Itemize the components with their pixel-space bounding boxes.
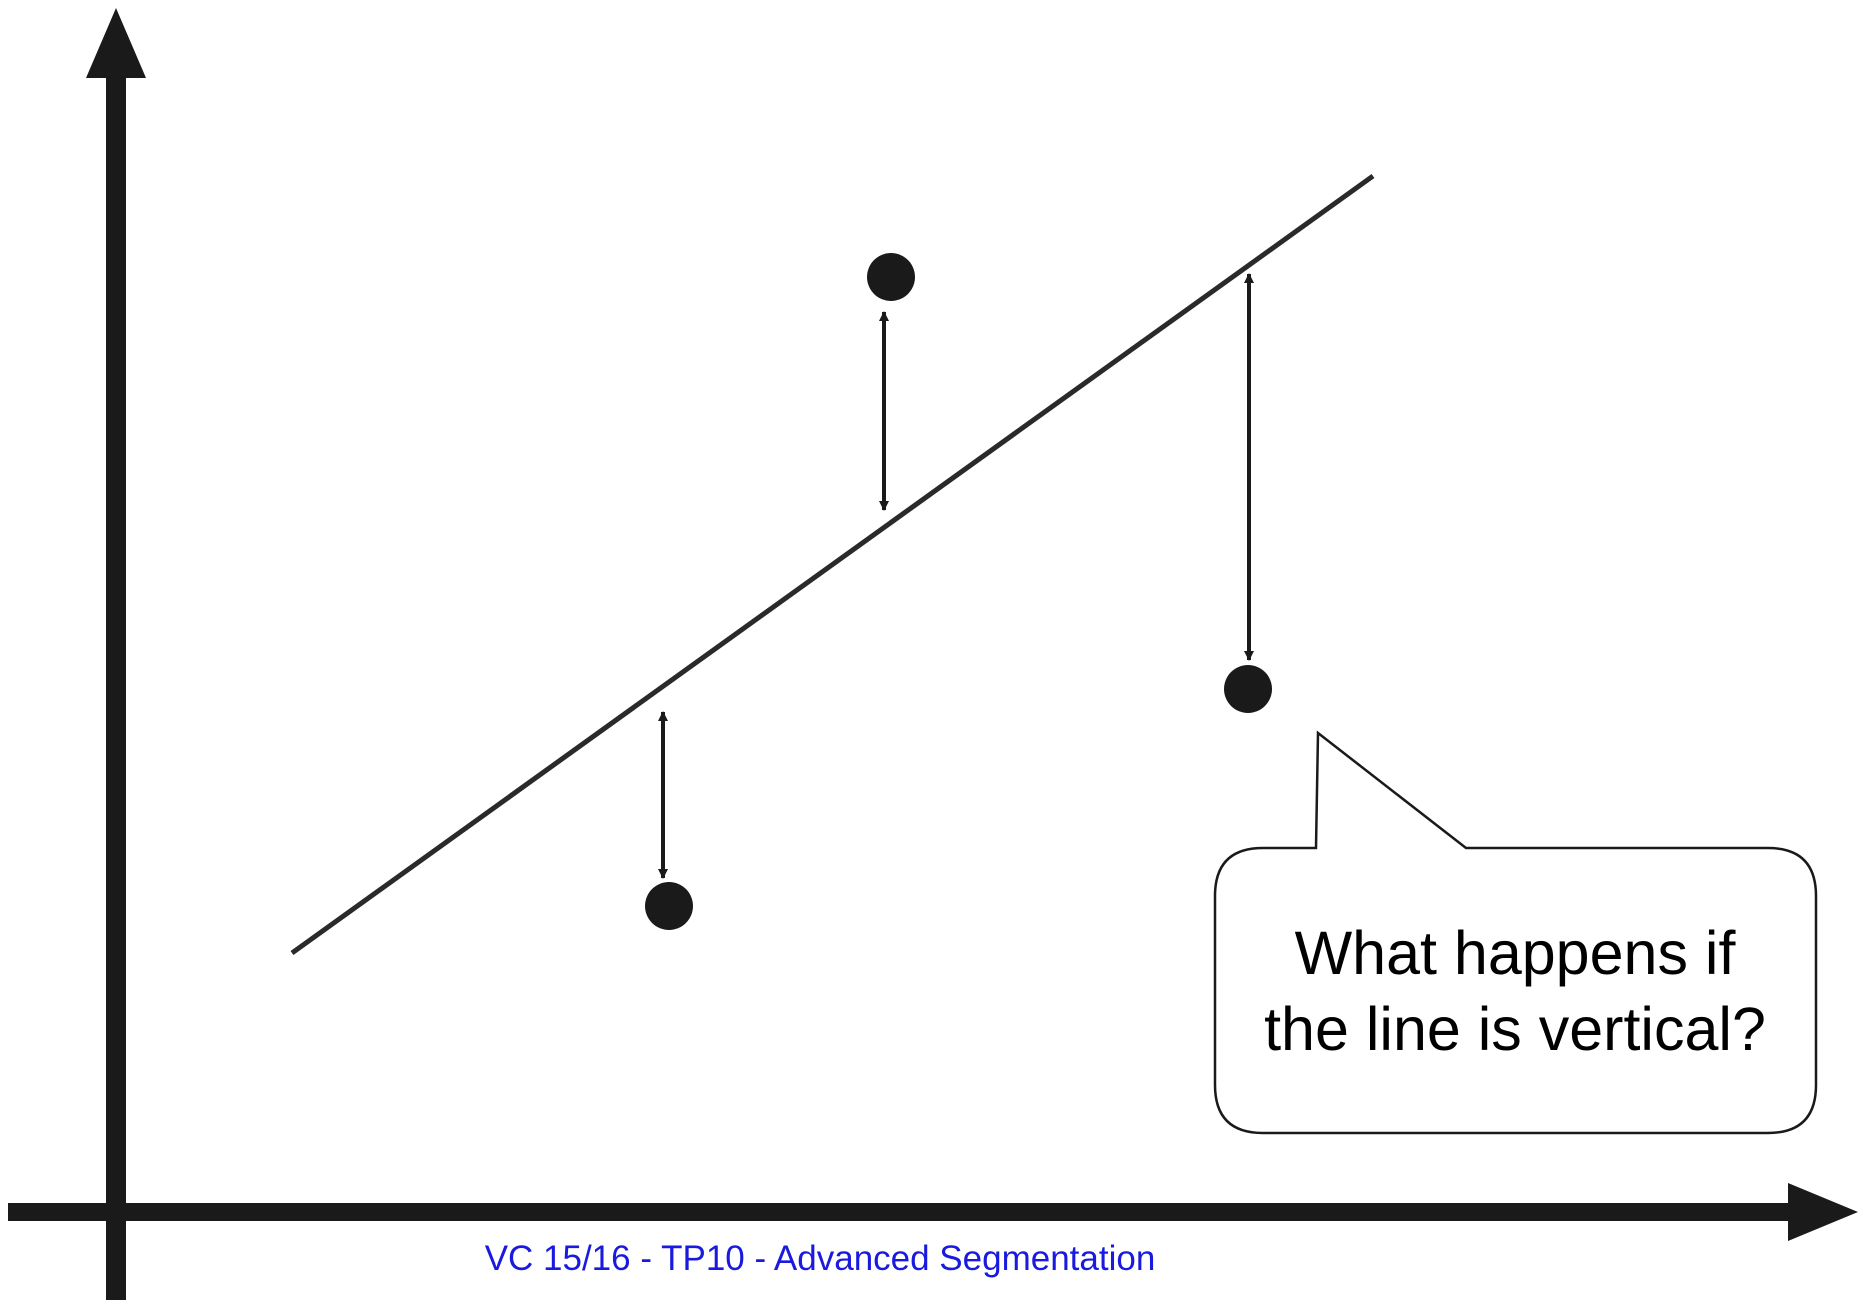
fitted-line <box>290 173 1375 956</box>
callout-line-1: What happens if <box>1294 919 1736 987</box>
slide-footer: VC 15/16 - TP10 - Advanced Segmentation <box>484 1239 1156 1278</box>
callout-line-2: the line is vertical? <box>1264 995 1766 1063</box>
x-axis-arrowhead <box>1788 1183 1858 1241</box>
data-point-3 <box>1224 665 1272 713</box>
data-point-1 <box>645 882 693 930</box>
y-axis-arrowhead <box>86 8 146 78</box>
callout-question: What happens if the line is vertical? <box>1215 915 1815 1067</box>
speech-bubble <box>1213 730 1818 1135</box>
data-point-2 <box>867 253 915 301</box>
